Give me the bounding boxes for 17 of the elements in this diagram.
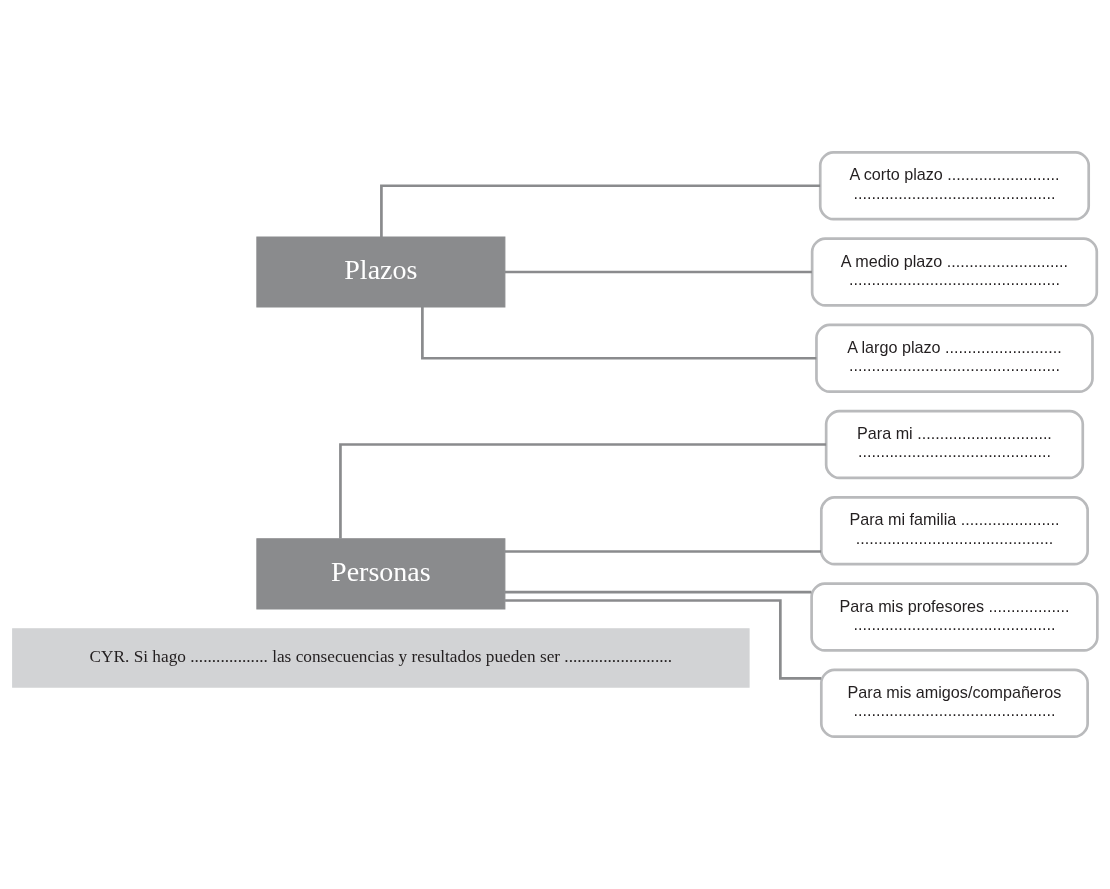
node-box: Para mi .............................. ........................................... bbox=[824, 409, 1085, 480]
node-box: Plazos bbox=[256, 236, 506, 308]
connector bbox=[505, 550, 822, 553]
node-box: Para mi familia ...................... ............................................ bbox=[819, 495, 1089, 566]
node-box: A largo plazo .......................... ............................................... bbox=[815, 323, 1094, 394]
node-box: A corto plazo ......................... ............................................. bbox=[818, 150, 1091, 221]
connector bbox=[339, 443, 827, 539]
connector bbox=[505, 599, 822, 680]
connector bbox=[380, 184, 821, 237]
node-box: Personas bbox=[256, 538, 506, 610]
connector bbox=[505, 270, 812, 274]
node-box: CYR. Si hago .................. las consecuencias y resultados pueden ser ......................... bbox=[12, 628, 750, 688]
connector bbox=[421, 307, 817, 360]
node-box: Para mis amigos/compañeros ............................................. bbox=[819, 668, 1089, 739]
node-box: Para mis profesores .................. ............................................. bbox=[810, 582, 1099, 652]
connector bbox=[505, 590, 812, 594]
node-box: A medio plazo ........................... ............................................... bbox=[810, 237, 1099, 307]
